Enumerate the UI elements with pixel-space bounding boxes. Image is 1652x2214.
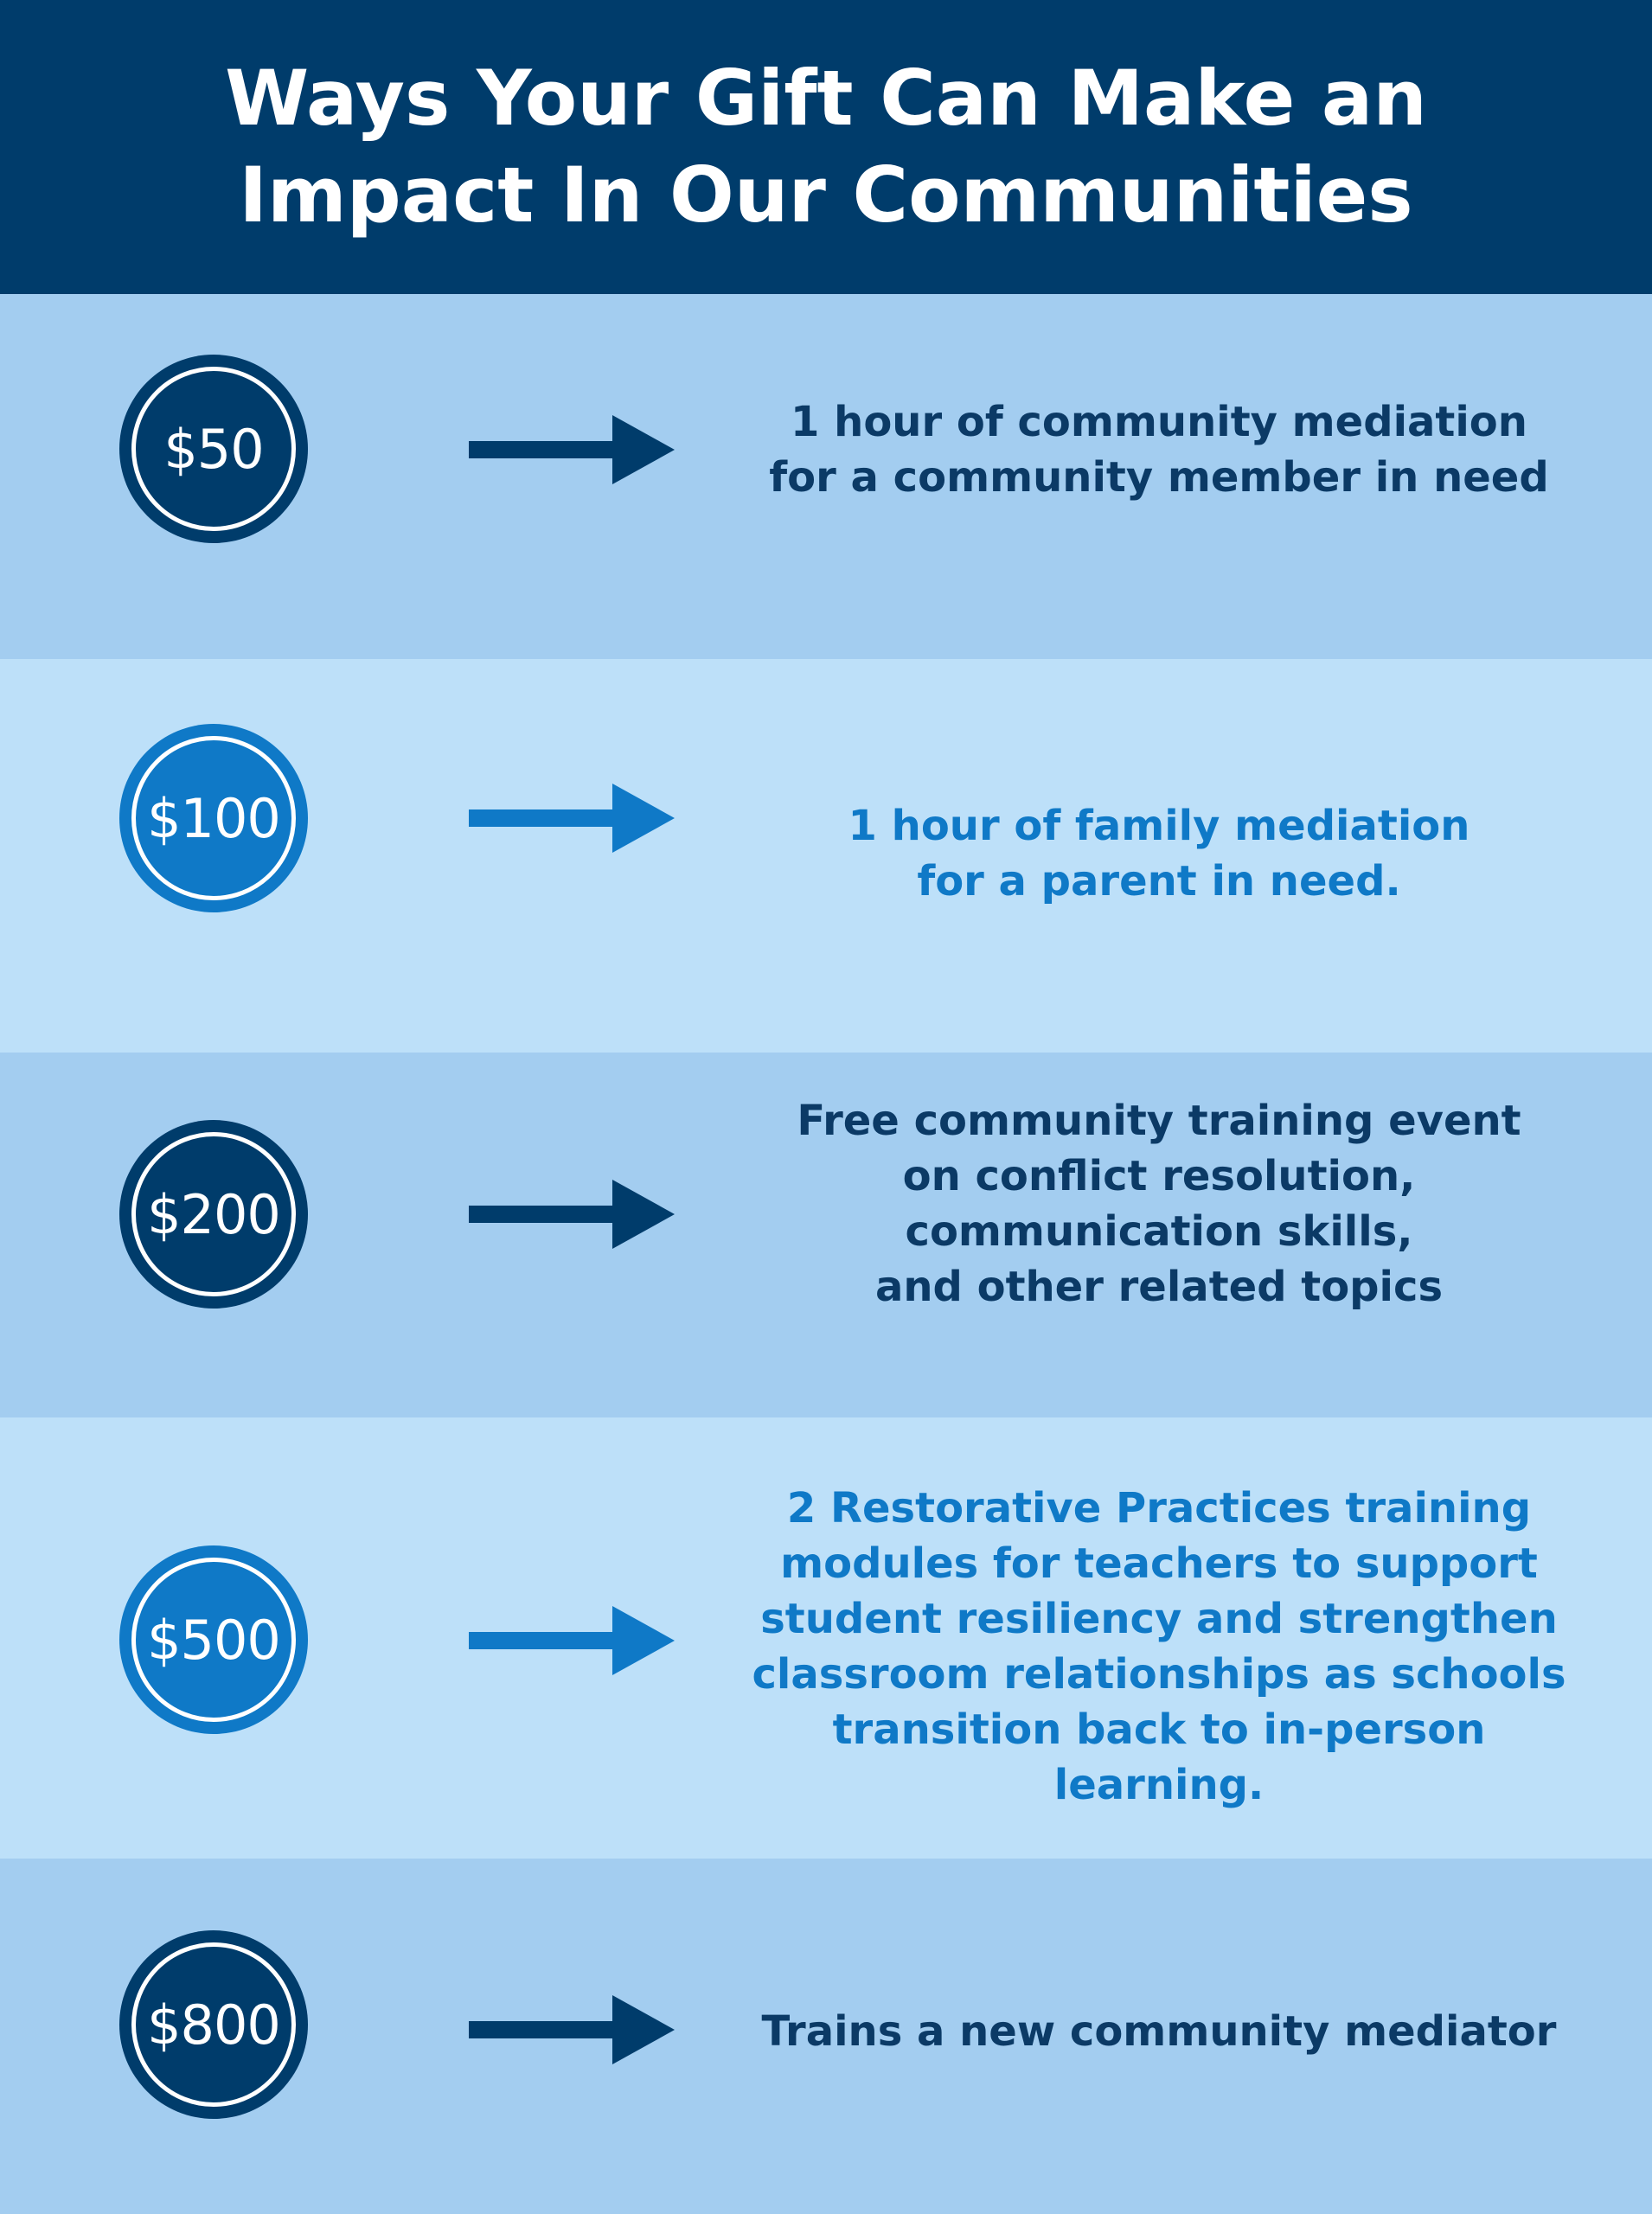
amount-badge: $800 [119,1930,308,2119]
amount-badge: $200 [119,1120,308,1309]
amount-label: $800 [131,1942,296,2107]
gift-description: 1 hour of community mediation for a comm… [769,398,1549,502]
gift-row-800: $800 Trains a new community mediator [0,1859,1652,2214]
amount-badge: $500 [119,1545,308,1734]
arrow-right-icon [469,784,675,853]
amount-badge: $100 [119,724,308,912]
amount-badge: $50 [119,355,308,543]
header-banner: Ways Your Gift Can Make an Impact In Our… [0,0,1652,294]
arrow-right-icon [469,415,675,484]
arrow-right-icon [469,1180,675,1249]
amount-label: $500 [131,1558,296,1722]
gift-description: 1 hour of family mediation for a parent … [848,802,1470,905]
arrow-right-icon [469,1606,675,1675]
gift-row-100: $100 1 hour of family mediation for a pa… [0,659,1652,1053]
amount-label: $200 [131,1132,296,1296]
page-title: Ways Your Gift Can Make an Impact In Our… [225,54,1427,240]
amount-label: $100 [131,736,296,900]
gift-description: 2 Restorative Practices training modules… [752,1484,1566,1809]
gift-row-200: $200 Free community training event on co… [0,1053,1652,1417]
gift-description: Free community training event on conflic… [797,1097,1521,1311]
gift-row-50: $50 1 hour of community mediation for a … [0,294,1652,659]
amount-label: $50 [131,367,296,531]
arrow-right-icon [469,1995,675,2064]
gift-row-500: $500 2 Restorative Practices training mo… [0,1417,1652,1859]
gift-description: Trains a new community mediator [761,2007,1557,2056]
